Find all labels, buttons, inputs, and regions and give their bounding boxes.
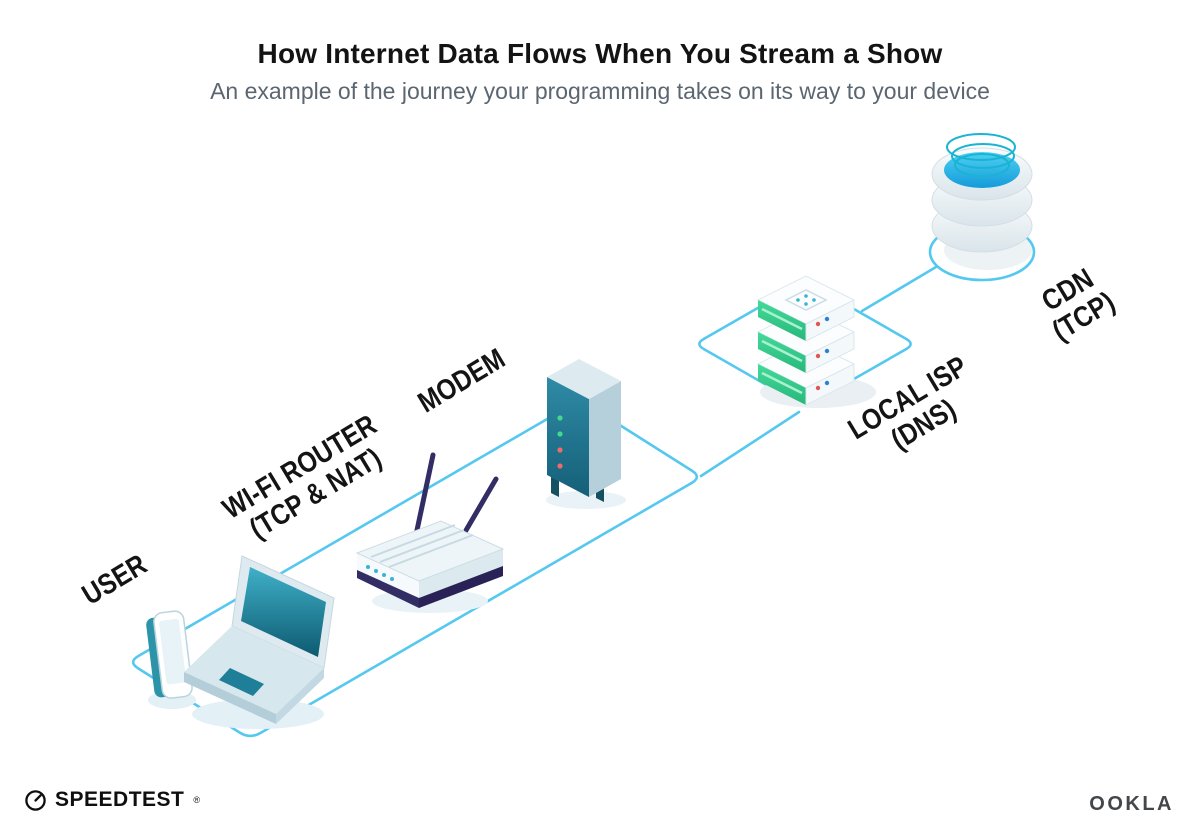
path-isp-to-cdn: [860, 265, 938, 313]
modem-led-lights: [557, 415, 563, 469]
cdn-database-illustration: [931, 133, 1033, 253]
cdn-data-pool: [944, 152, 1020, 188]
wifi-router-illustration: [355, 452, 505, 608]
router-led-lights: [366, 565, 394, 581]
user-laptop-illustration: [184, 555, 335, 724]
path-modem-to-isp: [699, 410, 801, 478]
gauge-icon: [25, 789, 46, 811]
user-phone-illustration: [146, 610, 193, 699]
speedtest-trademark: ®: [193, 795, 201, 805]
isp-server-stack-illustration: [756, 275, 856, 406]
cdn-swirl-rings: [946, 133, 1016, 177]
laptop-screen: [241, 567, 326, 657]
laptop-trackpad: [219, 668, 264, 696]
page-subtitle: An example of the journey your programmi…: [210, 78, 990, 104]
speedtest-wordmark: SPEEDTEST: [55, 788, 185, 811]
page-title: How Internet Data Flows When You Stream …: [257, 38, 943, 69]
server-unit: [756, 275, 856, 342]
server-top-dots: [796, 294, 816, 306]
speedtest-logo: SPEEDTEST ®: [24, 788, 200, 812]
ookla-logo: OOKLA: [1089, 793, 1174, 815]
modem-illustration: [547, 359, 621, 502]
